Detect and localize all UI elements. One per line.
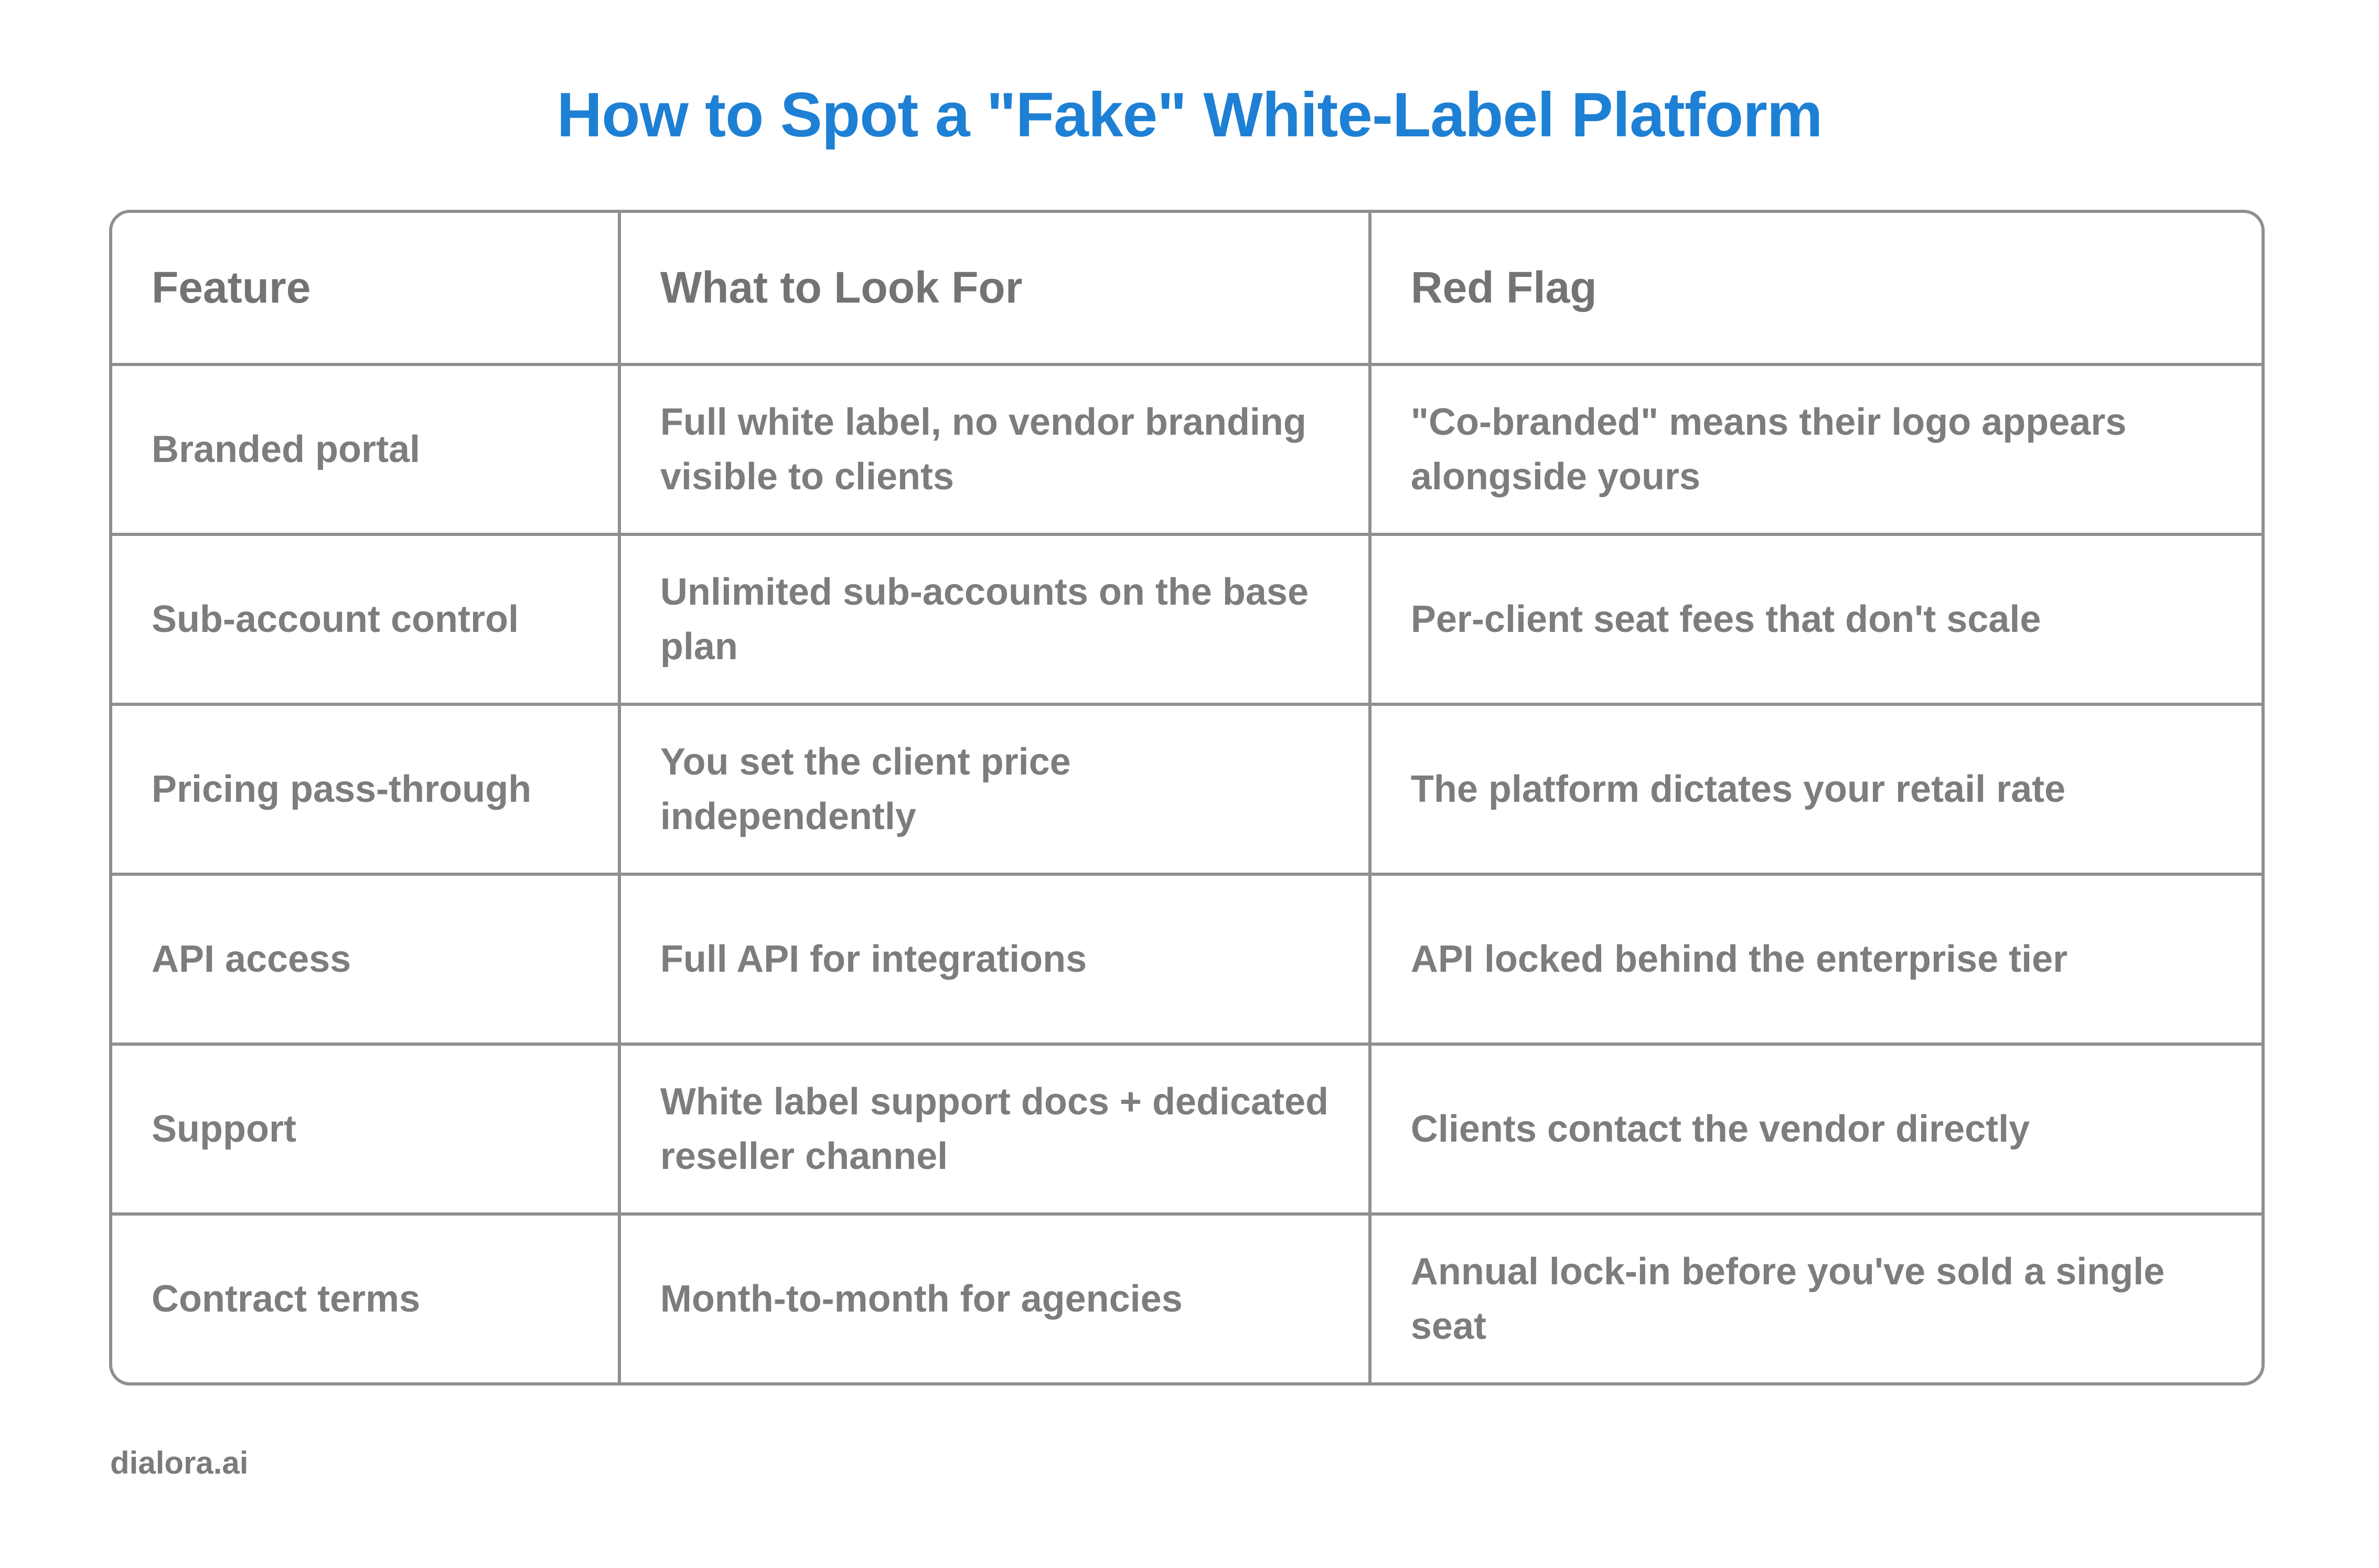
look-for-cell: Full white label, no vendor branding vis… [617, 363, 1368, 533]
feature-cell: Sub-account control [112, 533, 618, 703]
look-for-cell: Full API for integrations [617, 873, 1368, 1043]
red-flag-cell: API locked behind the enterprise tier [1368, 873, 2262, 1043]
column-header-what-to-look-for: What to Look For [617, 213, 1368, 363]
look-for-cell: Month-to-month for agencies [617, 1212, 1368, 1382]
feature-cell: API access [112, 873, 618, 1043]
red-flag-cell: "Co-branded" means their logo appears al… [1368, 363, 2262, 533]
red-flag-cell: Per-client seat fees that don't scale [1368, 533, 2262, 703]
column-header-red-flag: Red Flag [1368, 213, 2262, 363]
page-title: How to Spot a "Fake" White-Label Platfor… [556, 80, 1823, 150]
feature-cell: Branded portal [112, 363, 618, 533]
red-flag-cell: Annual lock-in before you've sold a sing… [1368, 1212, 2262, 1382]
red-flag-cell: The platform dictates your retail rate [1368, 703, 2262, 873]
look-for-cell: White label support docs + dedicated res… [617, 1043, 1368, 1212]
column-header-feature: Feature [152, 263, 311, 313]
brand-watermark: dialora.ai [110, 1445, 249, 1480]
feature-cell: Contract terms [112, 1212, 618, 1382]
feature-cell: Support [112, 1043, 618, 1212]
look-for-cell: You set the client price independently [617, 703, 1368, 873]
look-for-cell: Unlimited sub-accounts on the base plan [617, 533, 1368, 703]
feature-cell: Pricing pass-through [112, 703, 618, 873]
comparison-table: Feature What to Look For Red Flag Brande… [109, 210, 2265, 1386]
red-flag-cell: Clients contact the vendor directly [1368, 1043, 2262, 1212]
